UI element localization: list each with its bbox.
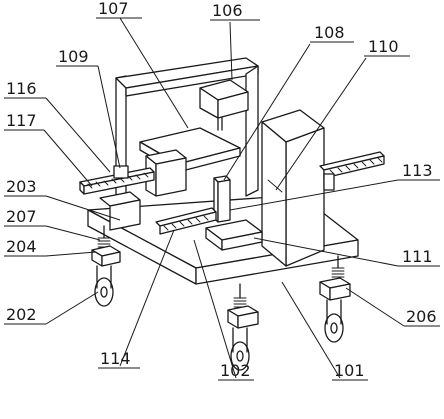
label-202: 202 <box>6 305 37 324</box>
left-support-block <box>99 191 141 231</box>
label-107: 107 <box>98 0 129 18</box>
top-motor <box>199 79 249 119</box>
label-206: 206 <box>406 307 437 326</box>
reference-numerals: 107 106 108 110 109 116 117 113 203 207 … <box>6 0 437 380</box>
label-117: 117 <box>6 111 37 130</box>
label-111: 111 <box>402 247 433 266</box>
right-clamp-assembly <box>213 151 385 223</box>
label-204: 204 <box>6 237 37 256</box>
label-109: 109 <box>58 47 89 66</box>
label-108: 108 <box>314 23 345 42</box>
caster-right <box>319 255 351 343</box>
label-102: 102 <box>220 361 251 380</box>
label-101: 101 <box>334 361 365 380</box>
base-rack <box>155 207 263 251</box>
label-114: 114 <box>100 349 131 368</box>
left-clamp-assembly <box>79 149 187 197</box>
caster-front <box>227 283 259 371</box>
label-113: 113 <box>402 161 433 180</box>
label-110: 110 <box>368 37 399 56</box>
leader-lines <box>4 17 440 381</box>
label-106: 106 <box>212 1 243 20</box>
label-203: 203 <box>6 177 37 196</box>
label-207: 207 <box>6 207 37 226</box>
label-116: 116 <box>6 79 37 98</box>
caster-left <box>91 225 121 307</box>
